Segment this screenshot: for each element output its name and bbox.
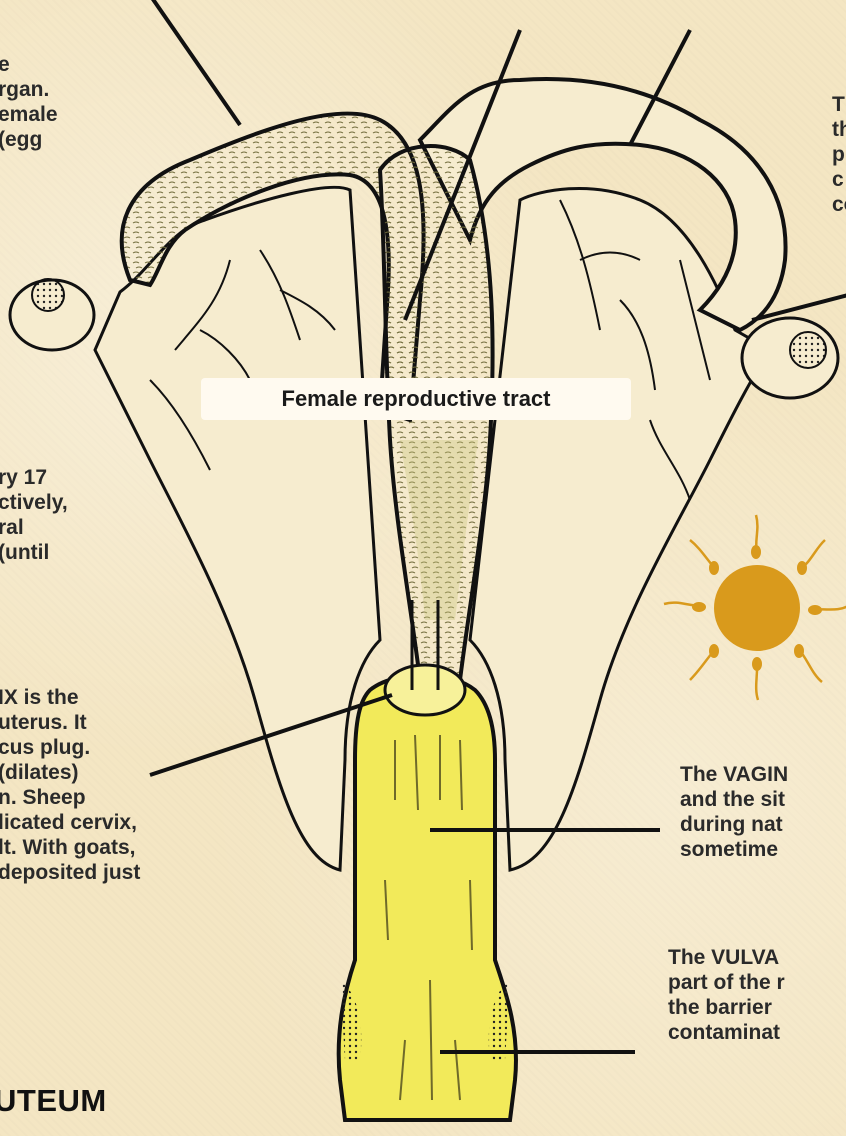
text-line: cus plug. <box>0 735 140 760</box>
text-line: the barrier <box>668 995 785 1020</box>
ovary-left <box>10 279 94 350</box>
text-line: emale <box>0 102 58 127</box>
oviduct-description: T th p c co <box>832 92 846 217</box>
text-line: ctively, <box>0 490 68 515</box>
uterus-description: e rgan. emale (egg <box>0 52 58 152</box>
text-line: IX is the <box>0 685 140 710</box>
cervix-description: IX is the uterus. It cus plug. (dilates)… <box>0 685 140 885</box>
vagina-description: The VAGIN and the sit during nat sometim… <box>680 762 788 862</box>
diagram-title: Female reproductive tract <box>201 378 631 420</box>
text-line: T <box>832 92 846 117</box>
text-line: The VAGIN <box>680 762 788 787</box>
text-line: rgan. <box>0 77 58 102</box>
ovary-right <box>742 318 838 398</box>
text-line: ry 17 <box>0 465 68 490</box>
text-line: lt. With goats, <box>0 835 140 860</box>
text-line: (until <box>0 540 68 565</box>
text-line: part of the r <box>668 970 785 995</box>
cervix-opening <box>385 665 465 715</box>
text-line: licated cervix, <box>0 810 140 835</box>
text-line: deposited just <box>0 860 140 885</box>
text-line: n. Sheep <box>0 785 140 810</box>
text-line: ral <box>0 515 68 540</box>
text-line: contaminat <box>668 1020 785 1045</box>
text-line: e <box>0 52 58 77</box>
ovary-description: ry 17 ctively, ral (until <box>0 465 68 565</box>
text-line: (dilates) <box>0 760 140 785</box>
text-line: co <box>832 192 846 217</box>
text-line: uterus. It <box>0 710 140 735</box>
text-line: th <box>832 117 846 142</box>
section-heading: UTEUM <box>0 1083 107 1119</box>
text-line: p <box>832 142 846 167</box>
text-line: The VULVA <box>668 945 785 970</box>
text-line: and the sit <box>680 787 788 812</box>
text-line: (egg <box>0 127 58 152</box>
text-line: sometime <box>680 837 788 862</box>
text-line: c <box>832 167 846 192</box>
sun-sperm-icon <box>664 515 846 700</box>
text-line: during nat <box>680 812 788 837</box>
vulva-description: The VULVA part of the r the barrier cont… <box>668 945 785 1045</box>
